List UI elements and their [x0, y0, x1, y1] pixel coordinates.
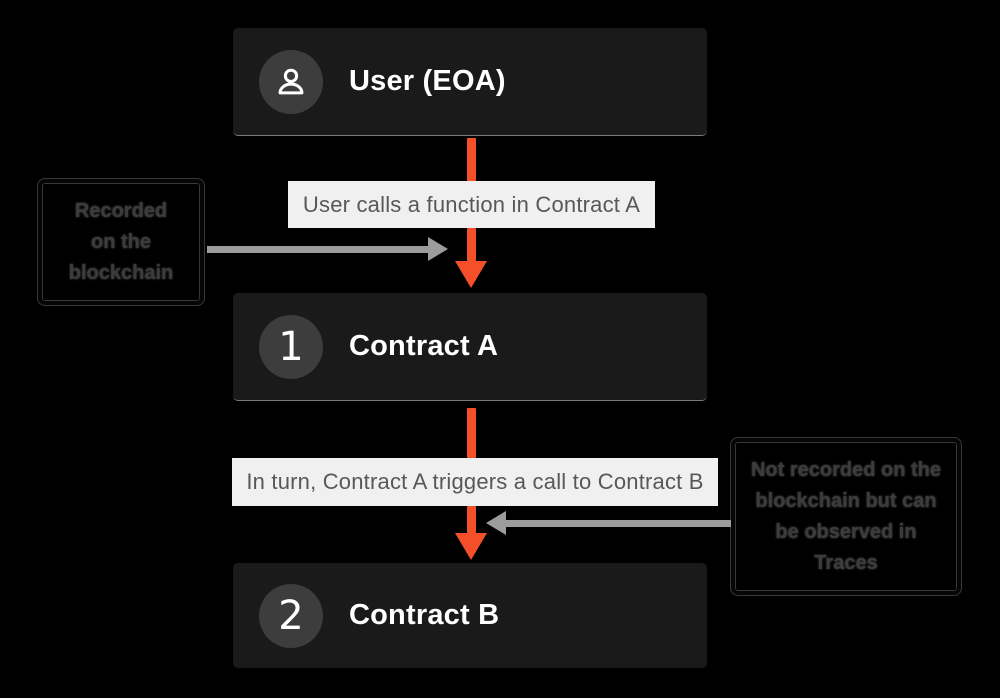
arrow-a-to-b-head [455, 533, 487, 560]
annotation-not-recorded-traces: Not recorded on the blockchain but can b… [731, 438, 961, 595]
arrow-user-to-a-shaft-bottom [467, 228, 476, 262]
annotation-right-line-3: be observed in [775, 520, 917, 543]
contract-b-badge-circle: 2 [259, 583, 323, 648]
annotation-right-arrow-head [486, 511, 506, 535]
arrow-user-to-a-head [455, 261, 487, 288]
node-user-eoa: User (EOA) [233, 28, 707, 136]
arrow-user-to-a-shaft-top [467, 138, 476, 182]
contract-a-badge-number: 1 [278, 323, 304, 370]
annotation-right-line-2: blockchain but can [755, 489, 937, 512]
user-avatar-circle [259, 49, 323, 114]
node-contract-b: 2 Contract B [233, 563, 707, 668]
annotation-left-arrow-head [428, 237, 448, 261]
contract-a-badge-circle: 1 [259, 314, 323, 379]
annotation-left-line-2: on the [91, 230, 151, 253]
node-contract-a: 1 Contract A [233, 293, 707, 401]
arrow-a-to-b-shaft-bottom [467, 506, 476, 534]
edge-label-user-calls: User calls a function in Contract A [288, 181, 655, 228]
annotation-left-line-3: blockchain [68, 261, 174, 284]
node-contract-a-label: Contract A [349, 330, 499, 362]
node-user-label: User (EOA) [349, 65, 506, 97]
node-contract-b-label: Contract B [349, 599, 500, 631]
annotation-right-line-1: Not recorded on the [750, 458, 941, 481]
edge-label-contract-a-triggers-text: In turn, Contract A triggers a call to C… [246, 469, 704, 494]
annotation-left-line-1: Recorded [74, 199, 168, 222]
annotation-recorded-on-chain: Recorded on the blockchain [38, 179, 204, 305]
edge-label-contract-a-triggers: In turn, Contract A triggers a call to C… [232, 458, 718, 506]
annotation-right-arrow-shaft [506, 520, 731, 527]
annotation-right-line-4: Traces [814, 551, 878, 574]
arrow-a-to-b-shaft-top [467, 408, 476, 458]
contract-b-badge-number: 2 [278, 592, 304, 639]
annotation-left-arrow-shaft [207, 246, 430, 253]
edge-label-user-calls-text: User calls a function in Contract A [302, 191, 641, 217]
person-icon [278, 68, 304, 94]
